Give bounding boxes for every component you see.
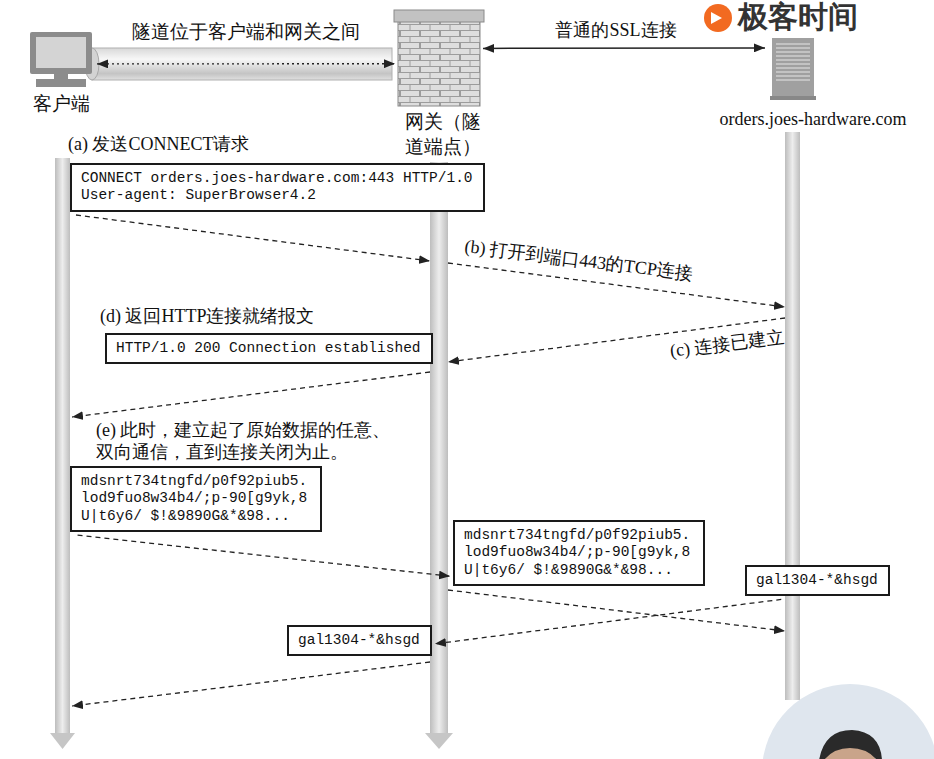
message-arrow (72, 662, 430, 706)
step-label: (a) 发送CONNECT请求 (68, 134, 249, 156)
message-arrow (448, 318, 785, 362)
watermark: 极客时间 (738, 2, 858, 32)
data-box: mdsnrt734tngfd/p0f92piub5. lod9fuo8w34b4… (70, 466, 322, 532)
step-label: (e) 此时，建立起了原始数据的任意、双向通信，直到连接关闭为止。 (96, 420, 400, 463)
gateway-node: 网关（隧道端点） (398, 10, 480, 106)
message-text: mdsnrt734tngfd/p0f92piub5. lod9fuo8w34b4… (464, 527, 692, 579)
client-node: 客户端 (28, 32, 94, 88)
monitor-neck (54, 74, 68, 79)
message-arrow (72, 372, 430, 417)
message-text: User-agent: SuperBrowser4.2 (81, 187, 316, 204)
connector-label: 普通的SSL连接 (555, 21, 676, 43)
message-arrow (448, 590, 785, 631)
gateway-lifeline (430, 162, 448, 733)
wall-cap (394, 10, 484, 22)
participant-label: orders.joes-hardware.com (720, 108, 907, 131)
data-arrow (435, 599, 781, 643)
server-icon (772, 38, 814, 98)
server-node: orders.joes-hardware.com (768, 38, 818, 100)
message-text: gal1304-*&hsgd (756, 572, 878, 589)
data-box: mdsnrt734tngfd/p0f92piub5. lod9fuo8w34b4… (453, 520, 705, 586)
server-slots (776, 44, 810, 80)
lifeline-tip (425, 733, 453, 749)
data-box: gal1304-*&hsgd (287, 625, 432, 656)
tunnel-arrow (97, 63, 395, 65)
message-text: CONNECT orders.joes-hardware.com:443 HTT… (81, 170, 473, 187)
message-text: mdsnrt734tngfd/p0f92piub5. lod9fuo8w34b4… (81, 473, 309, 525)
step-label: (d) 返回HTTP连接就绪报文 (100, 306, 315, 328)
brick-wall-icon (398, 20, 480, 106)
server-base (770, 96, 816, 100)
tunnel-tube (92, 48, 392, 80)
watermark-logo-mark (711, 12, 722, 24)
response-box: HTTP/1.0 200 Connection established (105, 333, 433, 364)
monitor-base (36, 79, 86, 87)
request-box: CONNECT orders.joes-hardware.com:443 HTT… (70, 163, 485, 212)
client-lifeline (55, 158, 70, 733)
step-label: (b) 打开到端口443的TCP连接 (463, 236, 693, 285)
server-lifeline (785, 132, 800, 700)
message-text: gal1304-*&hsgd (298, 632, 420, 649)
monitor-screen (36, 37, 86, 68)
message-text: HTTP/1.0 200 Connection established (116, 340, 421, 357)
step-label: (c) 连接已建立 (668, 327, 784, 362)
lifeline-tip (50, 733, 75, 749)
monitor-icon (30, 32, 92, 74)
data-arrow (78, 535, 450, 576)
data-box: gal1304-*&hsgd (745, 565, 890, 596)
message-arrow (76, 215, 430, 261)
connector-label: 隧道位于客户端和网关之间 (132, 21, 360, 44)
participant-label: 网关（隧道端点） (404, 110, 482, 159)
presenter-photo (762, 684, 934, 759)
watermark-logo (704, 4, 732, 32)
participant-label: 客户端 (33, 92, 90, 117)
presenter-hair (818, 730, 882, 759)
ssl-connection-arrow (483, 47, 765, 49)
